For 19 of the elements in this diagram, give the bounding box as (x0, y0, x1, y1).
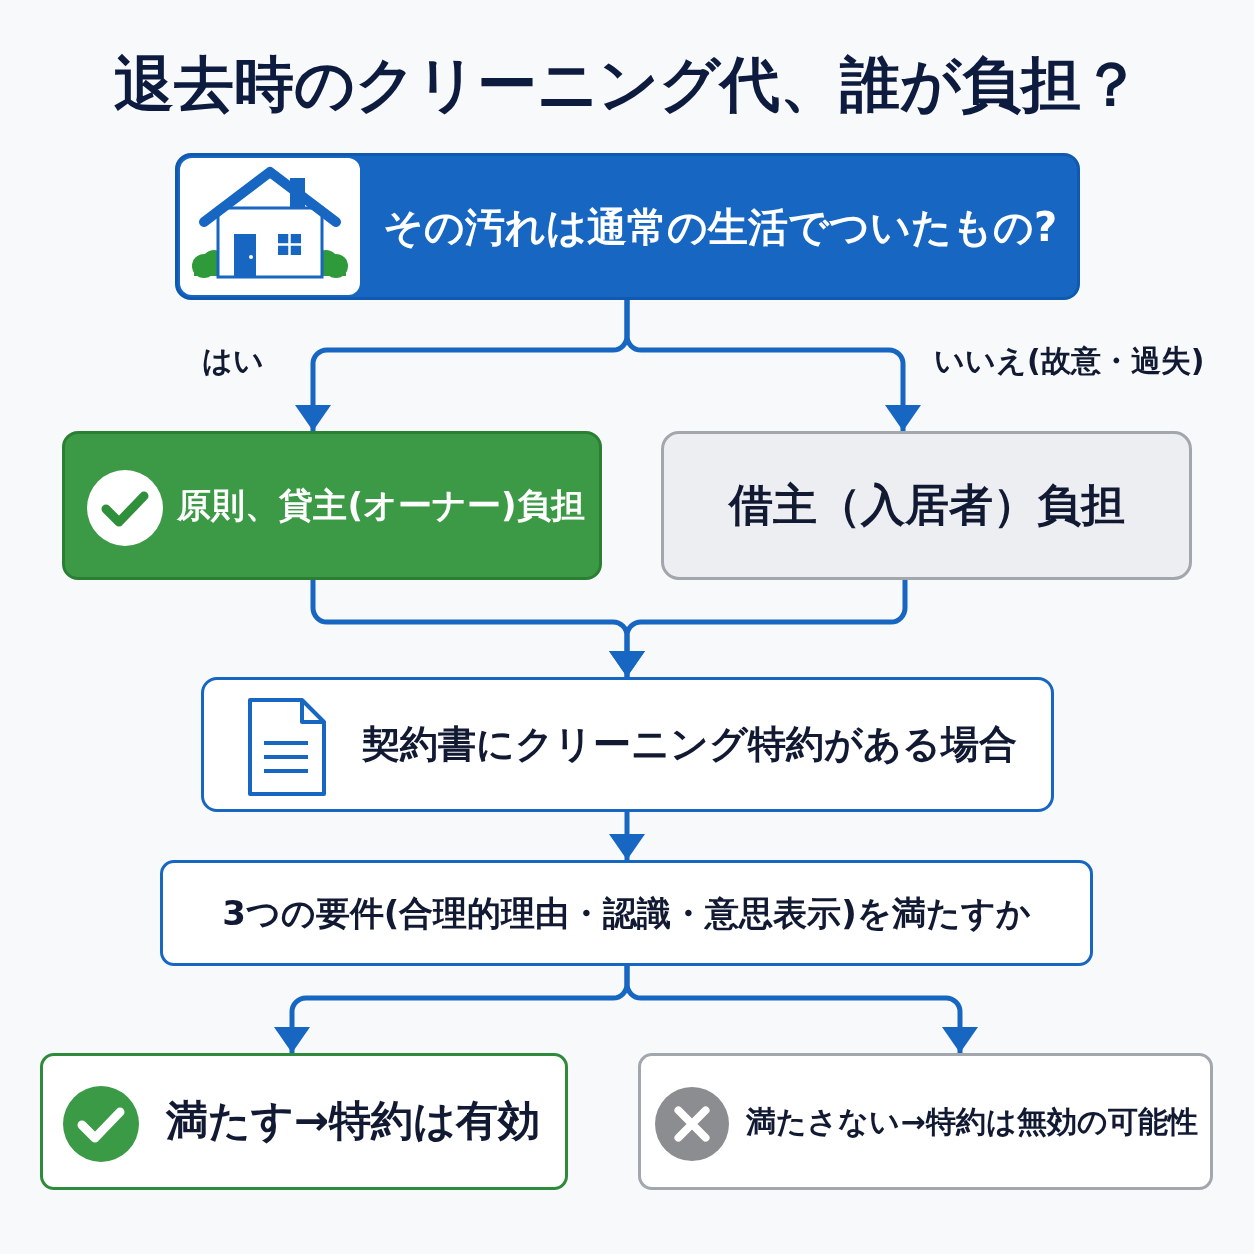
arrow (624, 966, 978, 1053)
arrow (609, 580, 908, 677)
arrow (609, 812, 645, 860)
title: 退去時のクリーニング代、誰が負担？ (113, 48, 1141, 120)
result-box (638, 1053, 1213, 1190)
question-text: その汚れは通常の生活でついたもの? (382, 202, 1058, 251)
outcome-text: 原則、貸主(オーナー)負担 (177, 485, 585, 526)
condition-text: 契約書にクリーニング特約がある場合 (361, 721, 1017, 768)
decision-text: 3つの要件(合理的理由・認識・意思表示)を満たすか (222, 892, 1031, 934)
condition-box (201, 677, 1054, 812)
decision-box (160, 860, 1093, 966)
result-text: 満たさない→特約は無効の可能性 (746, 1103, 1198, 1140)
result-box (40, 1053, 568, 1190)
question-panel (175, 153, 1080, 300)
outcome-text: 借主（入居者）負担 (728, 479, 1125, 532)
outcome-box (661, 431, 1192, 580)
outcome-box (62, 431, 602, 580)
arrow (624, 300, 921, 431)
result-text: 満たす→特約は有効 (165, 1096, 541, 1147)
